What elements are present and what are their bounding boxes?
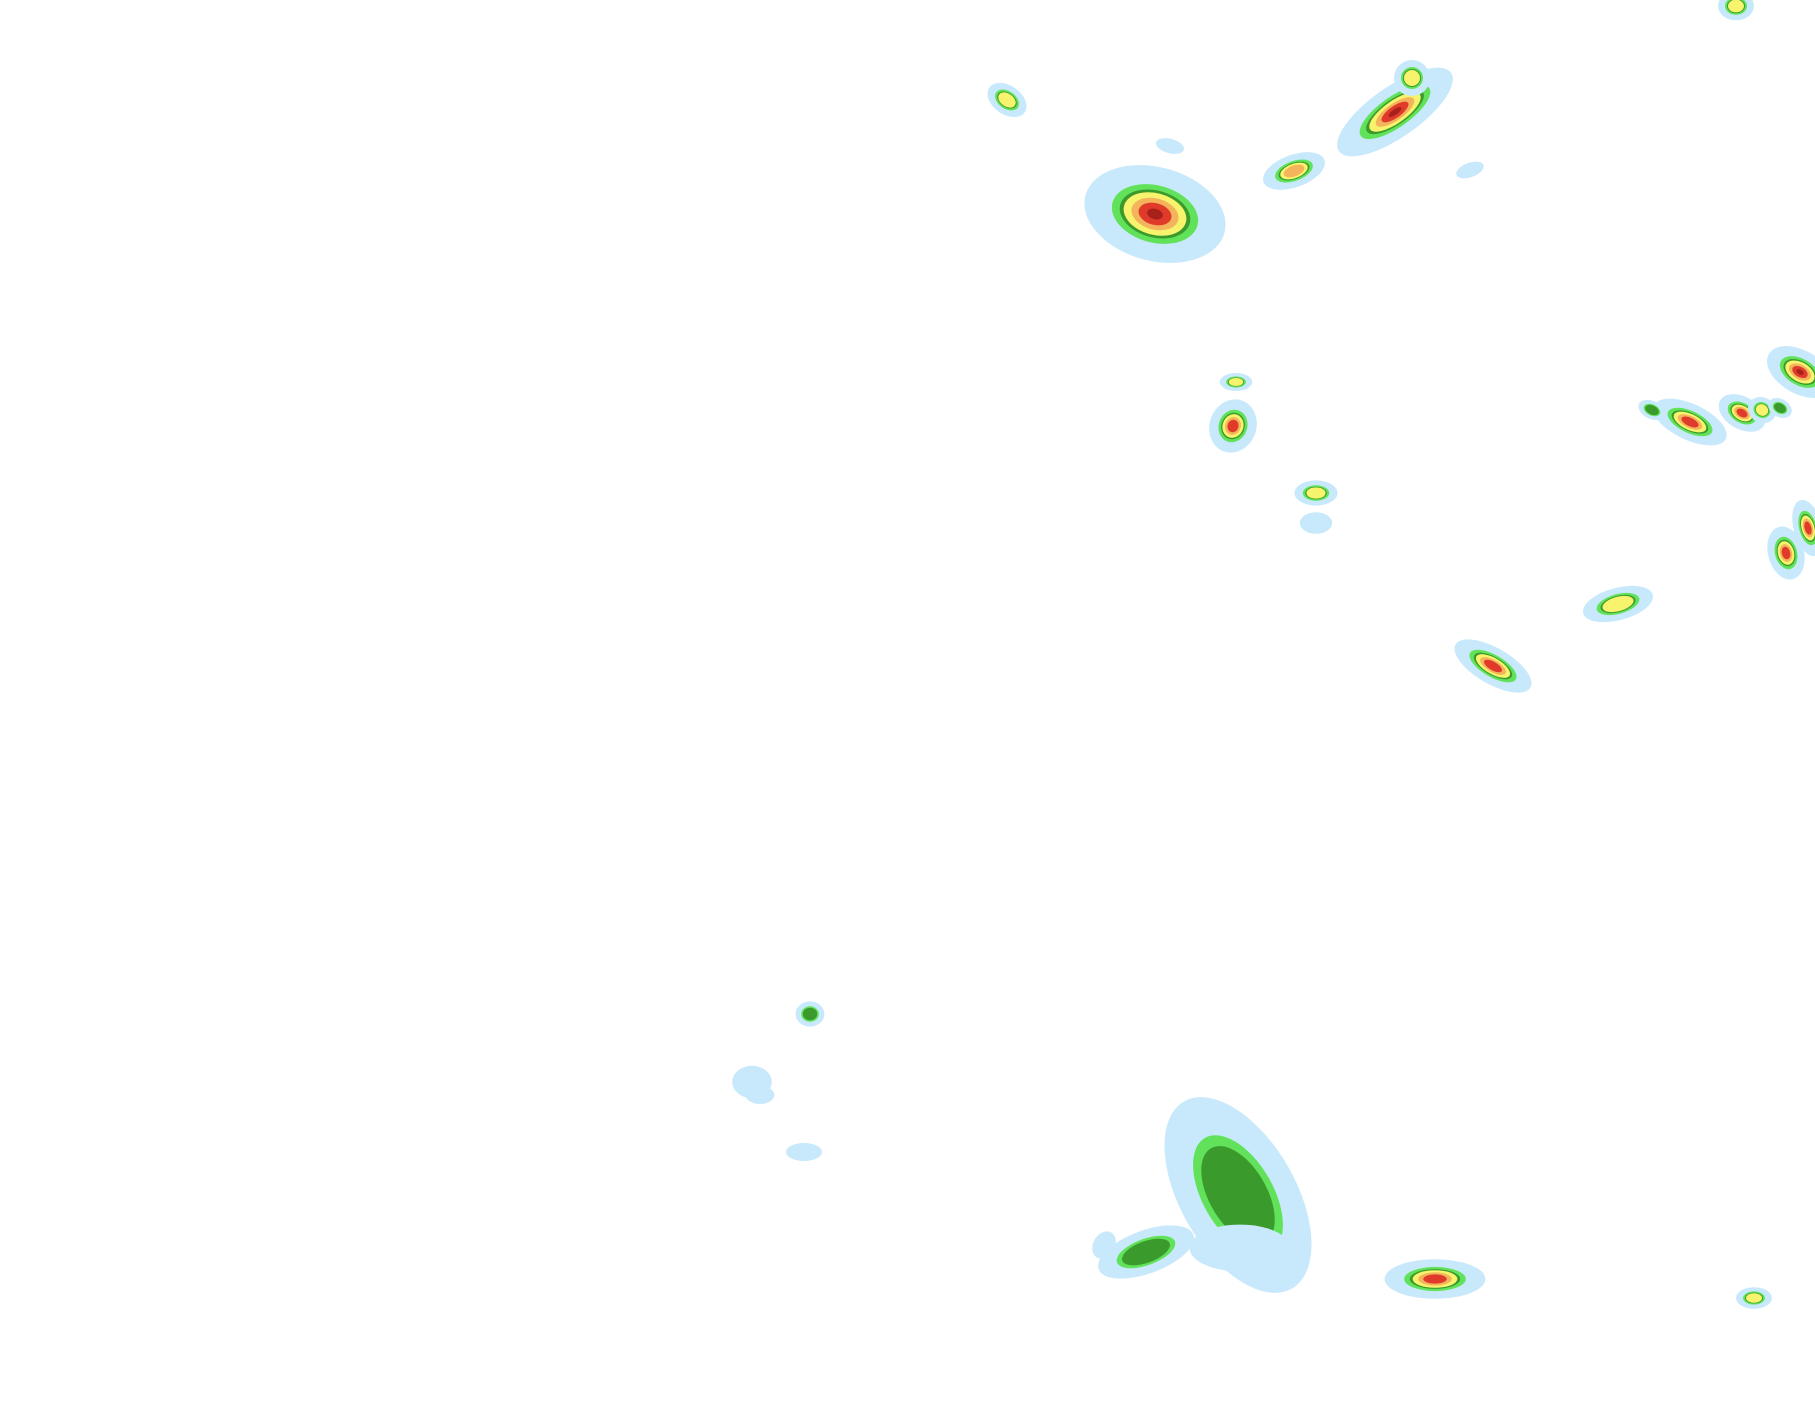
- reflectivity-contour: [1781, 546, 1791, 560]
- reflectivity-contour: [1602, 595, 1634, 613]
- storm-cell: [1792, 499, 1815, 557]
- reflectivity-contour: [1227, 419, 1239, 433]
- reflectivity-contour: [786, 1143, 822, 1161]
- reflectivity-contour: [1092, 1231, 1116, 1259]
- reflectivity-contour: [1283, 164, 1305, 178]
- reflectivity-contour: [1147, 208, 1163, 220]
- reflectivity-contour: [1645, 404, 1659, 416]
- storm-cell: [987, 82, 1027, 118]
- storm-cell: [1768, 397, 1792, 419]
- reflectivity-contour: [802, 1007, 818, 1021]
- reflectivity-contour: [1774, 402, 1786, 414]
- storm-cell: [1456, 161, 1484, 179]
- reflectivity-contour: [1228, 378, 1244, 386]
- reflectivity-contour: [1388, 107, 1402, 117]
- storm-cell: [745, 1086, 775, 1104]
- storm-cell: [1219, 373, 1253, 391]
- storm-cell: [1384, 1259, 1486, 1299]
- storm-cell: [1299, 512, 1333, 534]
- reflectivity-contour: [1456, 161, 1484, 179]
- reflectivity-contour: [1755, 404, 1769, 416]
- storm-cell: [1736, 1287, 1772, 1309]
- storm-cell: [1767, 346, 1815, 398]
- storm-cell: [1653, 398, 1727, 446]
- storm-cell: [1394, 60, 1430, 96]
- reflectivity-contour: [1189, 1224, 1291, 1272]
- storm-cell: [1337, 67, 1453, 157]
- storm-cell: [795, 1001, 825, 1027]
- storm-cell: [1454, 639, 1532, 693]
- storm-cell: [1294, 480, 1338, 506]
- storm-cell: [1155, 138, 1185, 154]
- reflectivity-contour: [1122, 1238, 1170, 1266]
- reflectivity-contour: [1484, 659, 1502, 673]
- storm-cell: [1189, 1224, 1291, 1272]
- storm-cell: [1084, 165, 1226, 263]
- reflectivity-contour: [1681, 416, 1699, 428]
- reflectivity-contour: [1299, 512, 1333, 534]
- reflectivity-contour: [745, 1086, 775, 1104]
- storm-cell: [1098, 1225, 1194, 1279]
- storm-cell: [1092, 1231, 1116, 1259]
- reflectivity-contour: [1155, 138, 1185, 154]
- storm-cell: [1767, 526, 1805, 580]
- storm-cell: [1209, 399, 1257, 453]
- storm-cell: [786, 1143, 822, 1161]
- reflectivity-contour: [1728, 0, 1744, 13]
- reflectivity-contour: [1796, 369, 1804, 375]
- storm-cell: [1263, 152, 1325, 190]
- reflectivity-contour: [1746, 1293, 1762, 1303]
- reflectivity-contour: [1404, 70, 1420, 86]
- storm-cell: [1638, 399, 1666, 421]
- reflectivity-contour: [1306, 487, 1326, 499]
- storm-cell: [1718, 0, 1754, 21]
- reflectivity-contour: [1736, 408, 1748, 418]
- storm-cell: [1582, 585, 1654, 623]
- reflectivity-contour: [1804, 521, 1812, 535]
- reflectivity-contour: [1222, 1178, 1258, 1218]
- reflectivity-contour: [1423, 1274, 1447, 1284]
- reflectivity-contour: [998, 92, 1016, 108]
